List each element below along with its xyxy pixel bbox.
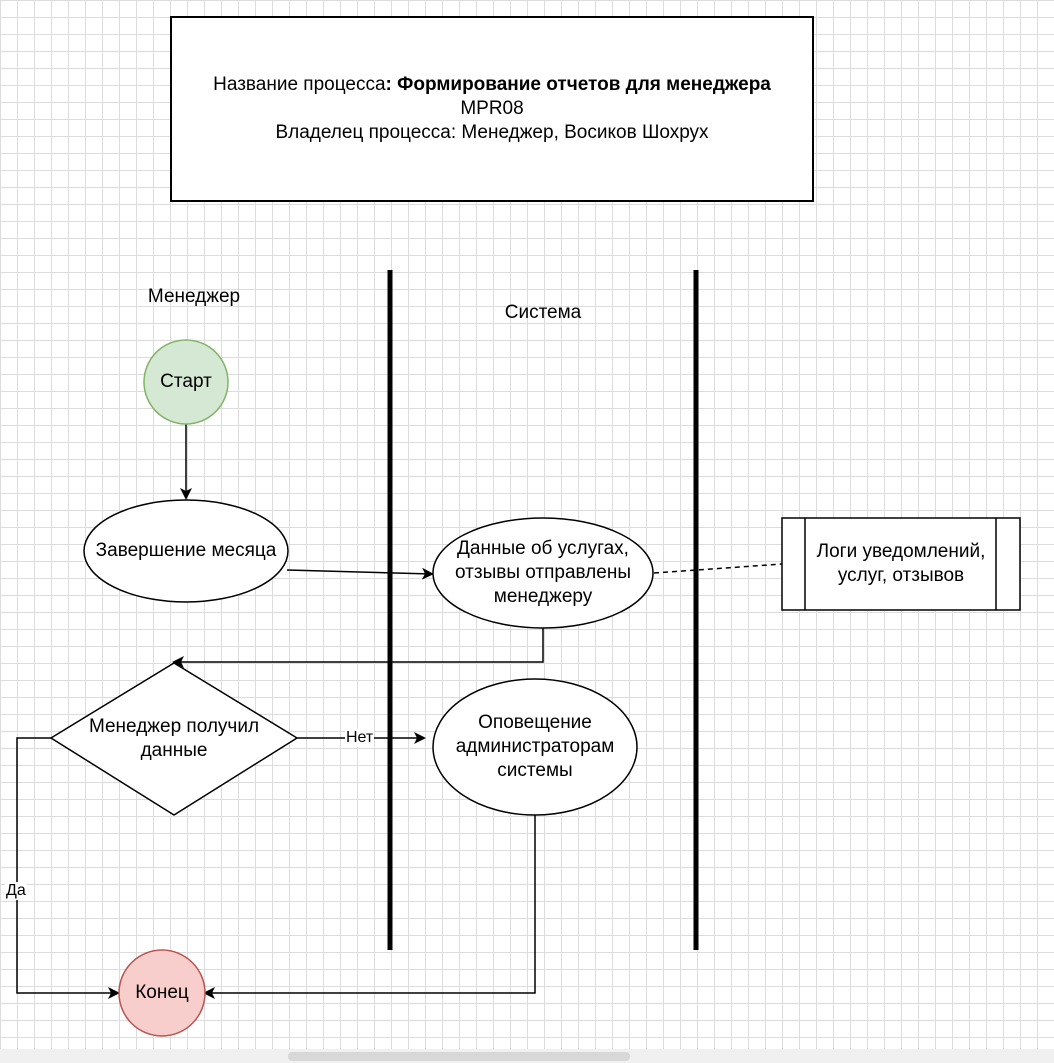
decision-node-label: Менеджер получил данные (88, 716, 260, 761)
logs-node-label: Логи уведомлений, услуг, отзывов (816, 541, 986, 586)
notify-admins-node (432, 678, 638, 816)
decision-node (49, 662, 299, 816)
month-end-node (83, 499, 289, 603)
process-code: MPR08 (460, 98, 524, 119)
lane-label-system: Система (504, 302, 582, 323)
edge-decision-yes (16, 737, 120, 999)
data-sent-node (432, 517, 654, 629)
edge-label-no: Нет (345, 729, 375, 747)
logs-node (781, 517, 1021, 611)
start-node-label: Старт (160, 371, 212, 392)
edge-data-sent-to-decision (172, 628, 544, 668)
horizontal-scrollbar-thumb[interactable] (288, 1052, 630, 1061)
edge-month-end-to-data-sent (286, 567, 434, 580)
edge-label-yes: Да (5, 882, 27, 900)
edge-data-sent-to-logs (653, 563, 783, 574)
data-sent-node-label: Данные об услугах, отзывы отправлены мен… (455, 538, 631, 607)
month-end-node-label: Завершение месяца (95, 540, 277, 561)
notify-admins-node-label: Оповещение администраторам системы (455, 712, 615, 781)
process-name-prefix: Название процесса (213, 74, 386, 95)
lane-label-manager: Менеджер (147, 286, 241, 307)
edge-notify-to-end (203, 815, 536, 999)
process-header: Название процесса: Формирование отчетов … (170, 16, 814, 202)
process-name: Название процесса: Формирование отчетов … (213, 73, 771, 97)
start-node (143, 339, 229, 425)
end-node-label: Конец (135, 982, 189, 1003)
end-node (118, 949, 206, 1037)
process-name-value: : Формирование отчетов для менеджера (385, 74, 771, 95)
process-owner: Владелец процесса: Менеджер, Восиков Шох… (275, 122, 709, 143)
